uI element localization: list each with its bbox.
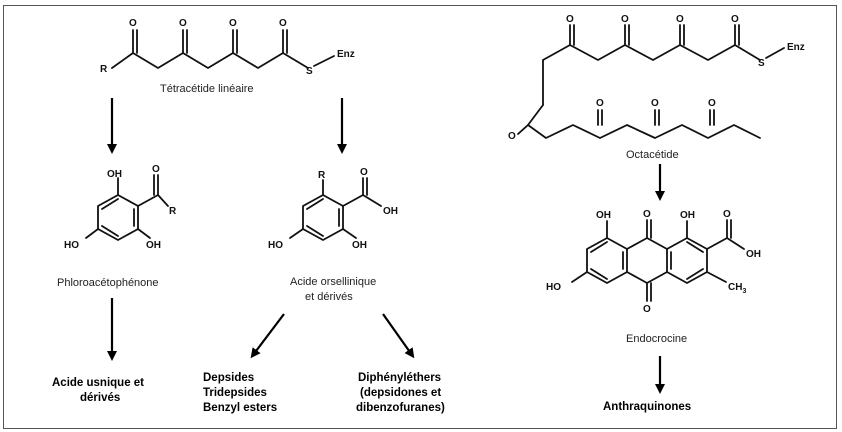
orsel-oh-right: OH <box>352 240 367 251</box>
orsel-ho-left: HO <box>268 240 283 251</box>
endo-o-acid: O <box>723 209 731 220</box>
octaketide-s-atom: S <box>758 58 765 69</box>
octaketide-o8-atom: O <box>508 131 516 142</box>
orsel-r-atom: R <box>318 170 326 181</box>
octaketide-o6-atom: O <box>651 98 659 109</box>
endo-oh-acid: OH <box>746 249 761 260</box>
endo-o-top: O <box>643 209 651 220</box>
phloro-oh-top: OH <box>107 169 122 180</box>
endocrocine-structure: OH O OH O OH HO O CH3 <box>546 209 761 315</box>
product-usnic-line2: dérivés <box>80 392 120 404</box>
tetraketide-o2-atom: O <box>179 18 187 29</box>
endocrocine-label: Endocrocine <box>626 333 687 345</box>
tetraketide-o4-atom: O <box>279 18 287 29</box>
phloroacetophenone-label: Phloroacétophénone <box>57 277 159 289</box>
product-diphenylethers-line1: Diphényléthers <box>358 372 441 384</box>
phloro-oh-right: OH <box>146 240 161 251</box>
octaketide-label: Octacétide <box>626 149 679 161</box>
product-diphenylethers-line2: (depsidones et <box>360 387 441 399</box>
orsellinic-label-line1: Acide orsellinique <box>290 276 376 288</box>
endo-o-bottom: O <box>643 304 651 315</box>
product-diphenylethers-line3: dibenzofuranes) <box>356 402 445 414</box>
octaketide-o3-atom: O <box>676 14 684 25</box>
tetraketide-structure: R O O O O S Enz <box>100 18 355 77</box>
product-depsides-line3: Benzyl esters <box>203 402 277 414</box>
octaketide-o5-atom: O <box>596 98 604 109</box>
endo-oh-left: OH <box>596 210 611 221</box>
octaketide-enz-label: Enz <box>787 42 805 53</box>
tetraketide-o1-atom: O <box>129 18 137 29</box>
octaketide-o1-atom: O <box>566 14 574 25</box>
figure-frame <box>3 5 837 429</box>
tetraketide-r-atom: R <box>100 64 108 75</box>
product-depsides-line2: Tridepsides <box>203 387 267 399</box>
tetraketide-enz-label: Enz <box>337 49 355 60</box>
arrow-to-diphenylethers <box>382 313 415 359</box>
octaketide-o7-atom: O <box>708 98 716 109</box>
product-depsides-line1: Depsides <box>203 372 254 384</box>
product-usnic-line1: Acide usnique et <box>52 377 144 389</box>
endo-ch3: CH3 <box>728 282 746 295</box>
phloro-r-atom: R <box>169 206 177 217</box>
tetraketide-label: Tétracétide linéaire <box>160 83 254 95</box>
tetraketide-s-atom: S <box>306 66 313 77</box>
orsel-oh-acid: OH <box>383 206 398 217</box>
octaketide-structure: O O O O O O O O S Enz <box>508 14 805 142</box>
tetraketide-o3-atom: O <box>229 18 237 29</box>
endo-ho-left: HO <box>546 282 561 293</box>
orsel-o-atom: O <box>360 167 368 178</box>
orsellinic-acid-structure: R O OH OH HO <box>268 167 398 251</box>
orsellinic-label-line2: et dérivés <box>305 291 353 303</box>
phloroacetophenone-structure: OH O R OH HO <box>64 164 177 251</box>
phloro-ho-left: HO <box>64 240 79 251</box>
phloro-o-atom: O <box>152 164 160 175</box>
octaketide-o4-atom: O <box>731 14 739 25</box>
product-anthraquinones: Anthraquinones <box>603 401 691 413</box>
endo-oh-right: OH <box>680 210 695 221</box>
octaketide-o2-atom: O <box>621 14 629 25</box>
arrow-to-depsides <box>250 313 285 359</box>
